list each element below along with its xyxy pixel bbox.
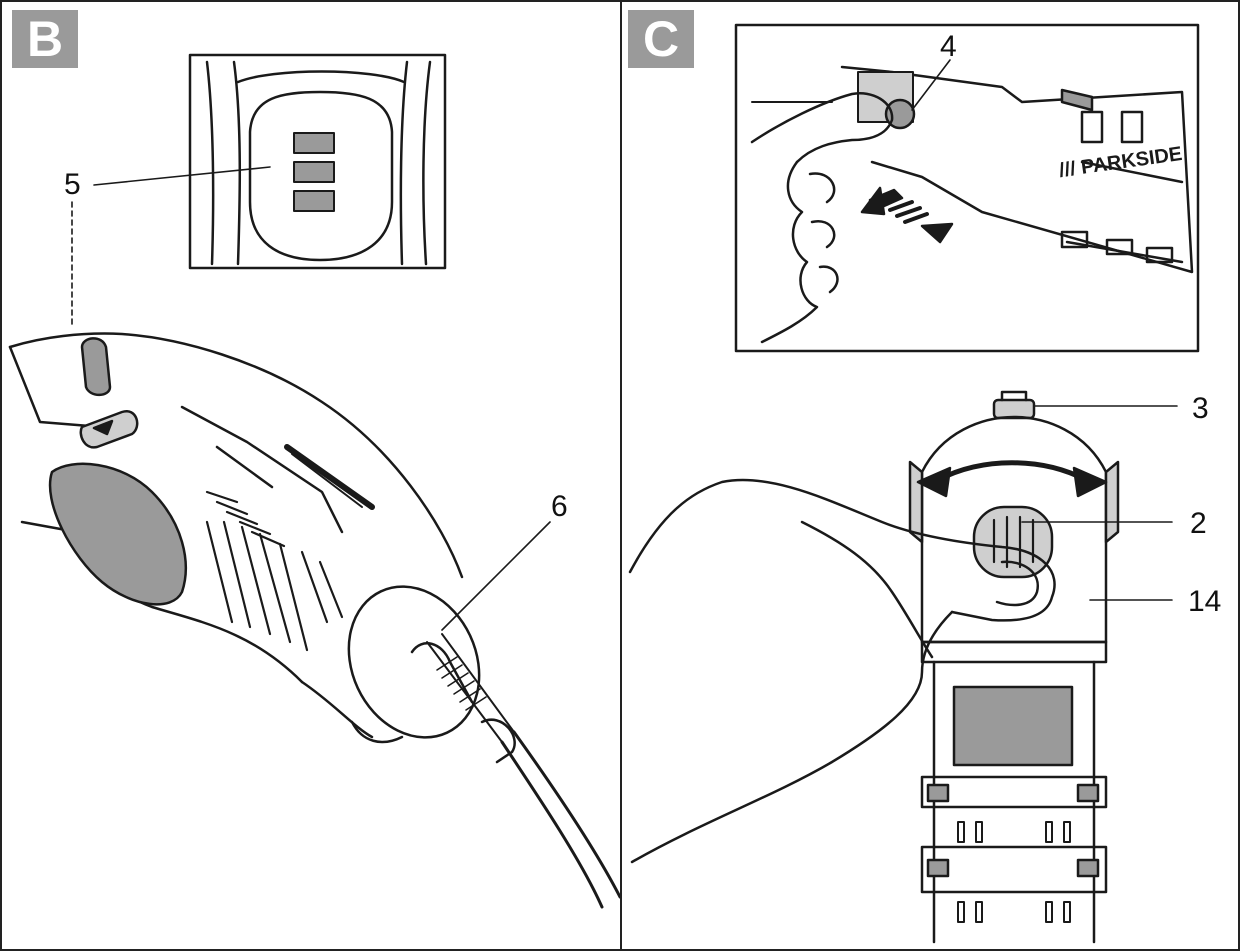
speed-led-2 [293,161,335,183]
indicator-housing [248,90,394,262]
inset-finger [750,91,894,164]
body-window [952,685,1074,767]
panel-b: B [0,0,622,951]
soft-grip [48,462,187,606]
inset-double-arrow [920,222,954,244]
callout-4: 4 [940,30,957,63]
callout-5-leader [93,166,271,186]
rotation-arrow [935,460,1089,483]
speed-indicator-inset [188,53,447,270]
callout-4-leader [911,59,951,111]
speed-wheel [80,337,112,397]
vent-grid [205,490,344,652]
operator-hand [628,478,1056,622]
speed-led-1 [293,132,335,154]
panel-c-tag: C [628,10,694,68]
callout-2: 2 [1190,507,1207,540]
power-cable [500,740,604,909]
tool-front [920,415,1108,644]
callout-14: 14 [1188,585,1222,618]
speed-led-3 [293,190,335,212]
tool-body-top [8,332,464,579]
panel-c-illustration: /// PARKSIDE [628,23,1200,944]
callout-3: 3 [1192,392,1209,425]
callout-6: 6 [551,490,568,523]
panel-b-illustration [8,53,620,909]
clamping-knob-2 [972,505,1054,579]
panel-c: C [620,0,1240,951]
panel-b-tag: B [12,10,78,68]
tool-lock-inset [734,23,1200,353]
callout-5: 5 [64,168,81,201]
brand-label: /// PARKSIDE [1058,143,1184,182]
callout-6-leader [441,521,551,631]
clamping-lever-3 [992,398,1036,420]
tool-front-cap [347,585,481,739]
tool-lock-button [884,98,916,130]
power-cable-plug [410,642,474,704]
inset-tool-head [840,65,1194,274]
